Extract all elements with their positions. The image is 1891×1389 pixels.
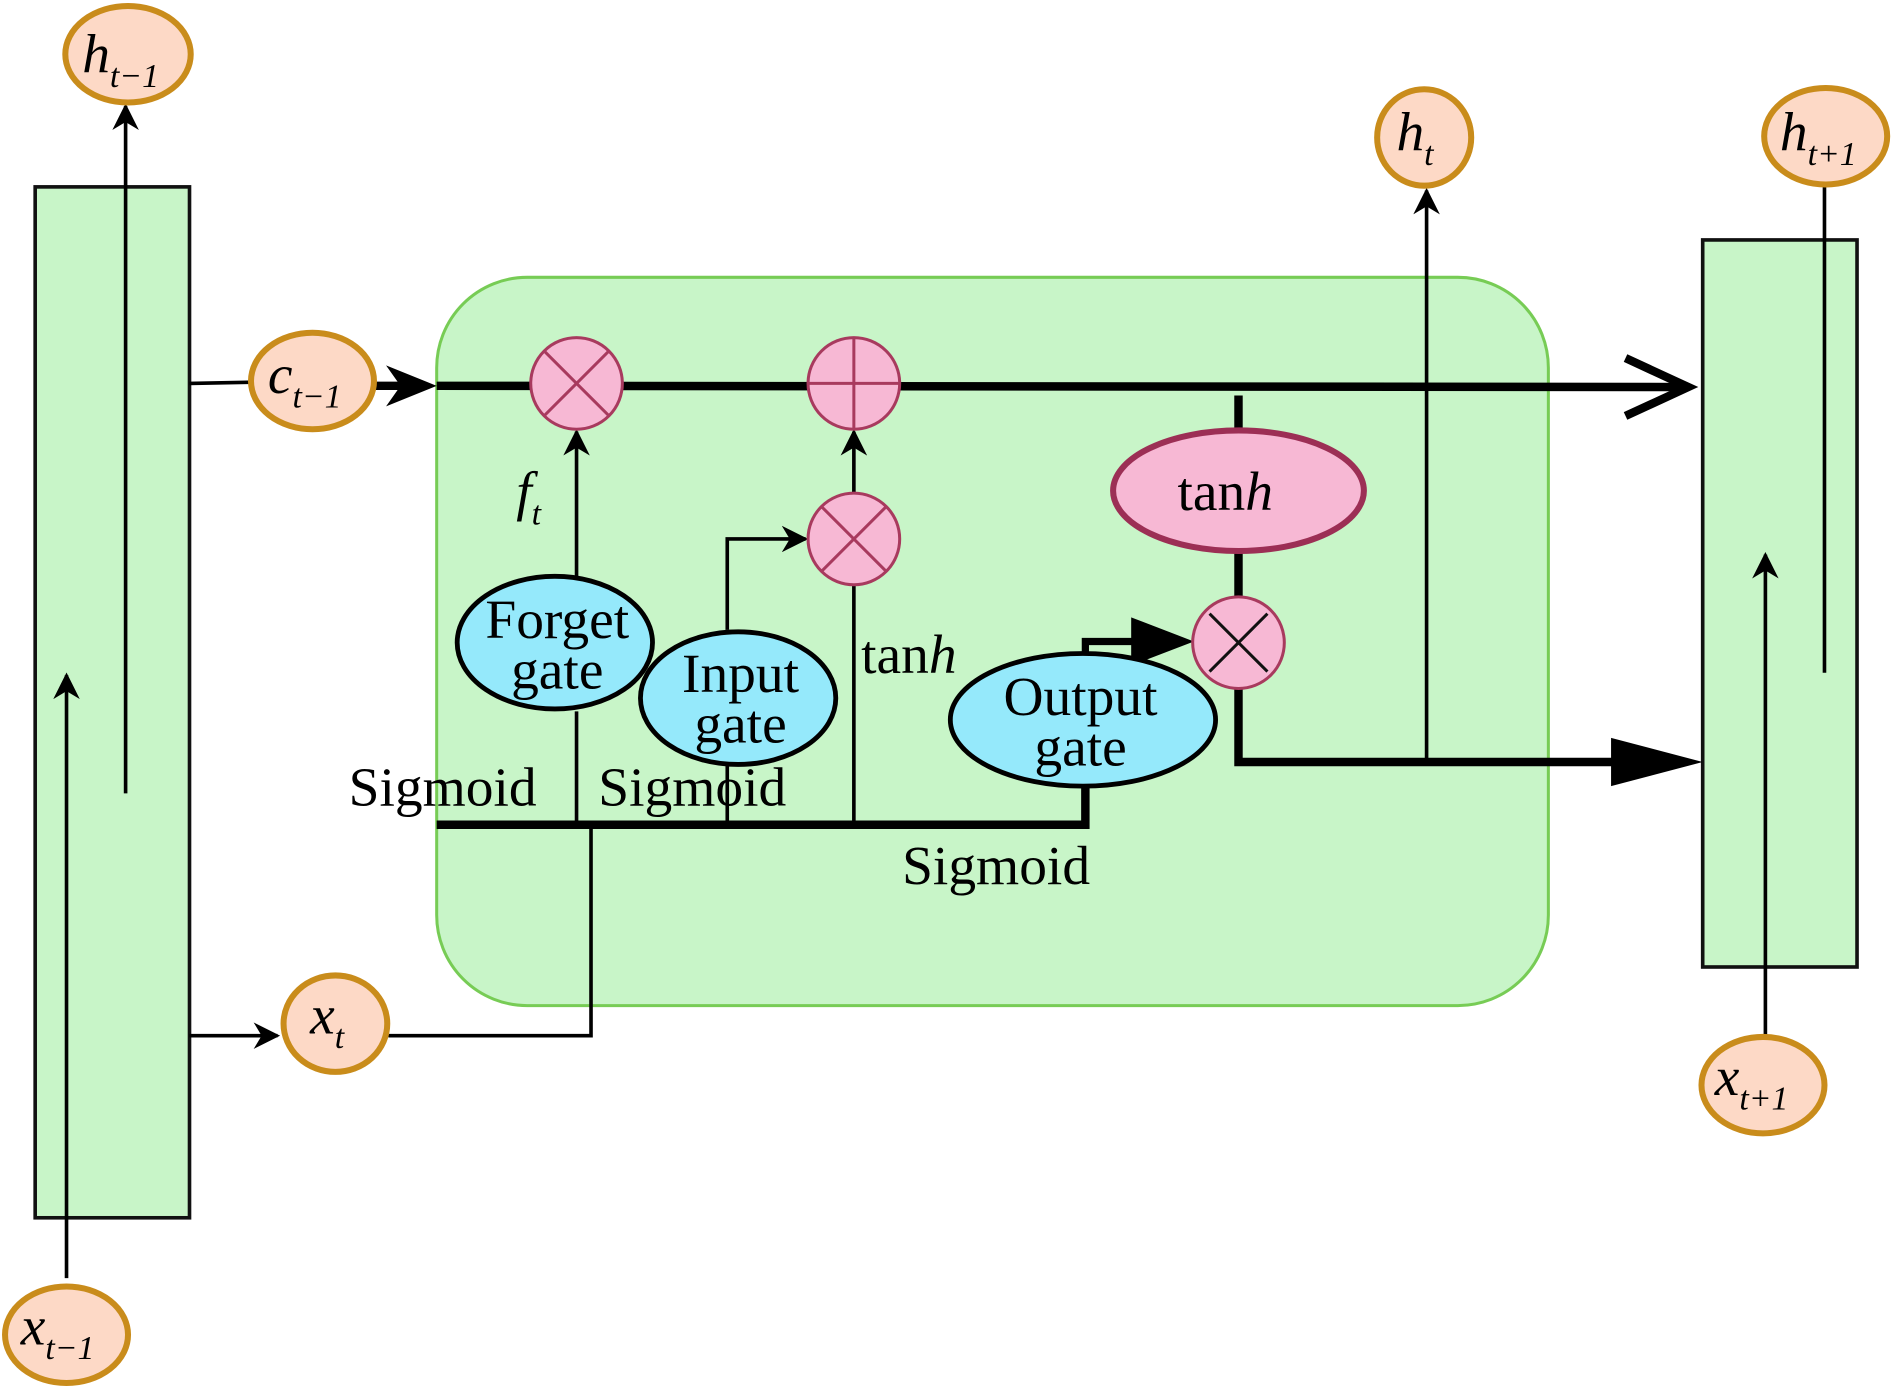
link-x-t-to-gates <box>388 824 593 1038</box>
layer-block-left <box>33 185 192 1220</box>
node-x-t: xt <box>280 972 391 1075</box>
output-gate: Output gate <box>947 651 1218 789</box>
input-to-multiply-arrow <box>725 525 809 630</box>
svg-text:xt: xt <box>309 984 346 1055</box>
tanh-activation: tanh <box>1110 427 1367 555</box>
node-h-next: ht+1 <box>1761 85 1891 188</box>
node-x-next: xt+1 <box>1698 1033 1828 1137</box>
sigmoid-label-forget: Sigmoid <box>349 756 537 817</box>
forget-multiply-operator <box>529 336 624 431</box>
cell-state-line <box>436 381 1689 392</box>
svg-text:ht−1: ht−1 <box>82 23 159 94</box>
node-h-t: ht <box>1374 86 1475 189</box>
hidden-output-arrowhead <box>1611 737 1703 787</box>
svg-text:xt+1: xt+1 <box>1714 1046 1789 1117</box>
cell-state-open-arrowhead <box>1623 354 1699 420</box>
forget-gate: Forget gate <box>454 573 655 712</box>
output-arrowhead <box>1131 617 1194 666</box>
link-left-to-c-prev <box>189 380 254 386</box>
layer-block-right <box>1700 238 1859 969</box>
svg-text:gate: gate <box>1034 717 1126 778</box>
sigmoid-bus <box>436 783 1090 829</box>
sigmoid-label-input: Sigmoid <box>598 756 786 817</box>
cell-add-operator <box>806 336 902 431</box>
node-h-prev: ht−1 <box>62 3 194 106</box>
hidden-output-line <box>1234 687 1616 767</box>
cell-state-arrowhead <box>386 365 437 407</box>
svg-text:gate: gate <box>511 639 603 700</box>
svg-text:ct−1: ct−1 <box>268 344 342 415</box>
svg-text:Output: Output <box>1004 666 1159 727</box>
svg-text:Input: Input <box>682 643 800 704</box>
svg-text:Forget: Forget <box>485 589 629 650</box>
svg-text:gate: gate <box>694 694 786 755</box>
node-x-prev: xt−1 <box>2 1283 132 1386</box>
svg-text:ht+1: ht+1 <box>1780 102 1857 173</box>
input-gate: Input gate <box>638 629 839 767</box>
svg-text:xt−1: xt−1 <box>20 1295 95 1366</box>
tanh-candidate-label: tanh <box>861 624 956 685</box>
svg-text:ht: ht <box>1396 102 1435 173</box>
sigmoid-label-output: Sigmoid <box>902 835 1090 896</box>
node-c-prev: ct−1 <box>247 329 377 433</box>
output-multiply-operator <box>1191 595 1286 690</box>
svg-text:tanh: tanh <box>1177 461 1272 522</box>
input-multiply-operator <box>806 491 902 587</box>
